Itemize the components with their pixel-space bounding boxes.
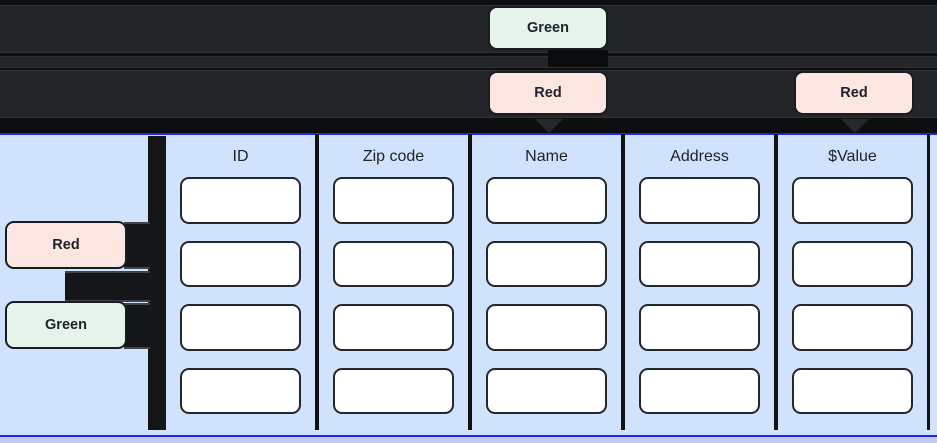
left-panel-divider-strip xyxy=(148,136,166,430)
top-red-chip-left-label: Red xyxy=(534,85,562,101)
column-address: Address xyxy=(625,135,774,431)
cell-box[interactable] xyxy=(333,177,454,224)
top-red-chip-right[interactable]: Red xyxy=(794,71,914,115)
pointer-triangle-name-column xyxy=(535,119,563,133)
top-row-bar-2 xyxy=(0,70,937,118)
middle-connector-bar xyxy=(65,271,150,302)
top-row-bar-thin xyxy=(0,56,937,68)
column-id: ID xyxy=(166,135,315,431)
left-red-chip[interactable]: Red xyxy=(5,221,127,269)
column-zip-code-header: Zip code xyxy=(362,148,425,165)
left-red-chip-label: Red xyxy=(52,237,80,253)
top-green-chip[interactable]: Green xyxy=(488,6,608,50)
top-red-chip-right-label: Red xyxy=(840,85,868,101)
column-separator xyxy=(774,134,778,430)
column-name: Name xyxy=(472,135,621,431)
cell-box[interactable] xyxy=(486,367,607,414)
cell-box[interactable] xyxy=(639,304,760,351)
column-separator xyxy=(927,134,930,430)
cell-box[interactable] xyxy=(180,304,301,351)
cell-box[interactable] xyxy=(180,177,301,224)
red-chip-connector-bar xyxy=(124,222,150,269)
cell-box[interactable] xyxy=(792,240,913,287)
column-value-header: $Value xyxy=(828,148,877,165)
column-zip-code: Zip code xyxy=(319,135,468,431)
column-separator xyxy=(621,134,625,430)
cell-box[interactable] xyxy=(792,304,913,351)
cell-box[interactable] xyxy=(333,240,454,287)
column-name-header: Name xyxy=(525,148,568,165)
top-green-chip-label: Green xyxy=(527,20,569,36)
cell-box[interactable] xyxy=(639,240,760,287)
top-red-chip-left[interactable]: Red xyxy=(488,71,608,115)
pointer-triangle-value-column xyxy=(841,119,869,133)
cell-box[interactable] xyxy=(792,367,913,414)
column-id-header: ID xyxy=(232,148,249,165)
cell-box[interactable] xyxy=(333,367,454,414)
cell-box[interactable] xyxy=(486,240,607,287)
cell-box[interactable] xyxy=(639,177,760,224)
column-separator xyxy=(468,134,472,430)
column-address-header: Address xyxy=(670,148,729,165)
cell-box[interactable] xyxy=(180,367,301,414)
left-green-chip[interactable]: Green xyxy=(5,301,127,349)
cell-box[interactable] xyxy=(486,304,607,351)
top-row-bar-1 xyxy=(0,5,937,53)
column-value: $Value xyxy=(778,135,927,431)
cell-box[interactable] xyxy=(639,367,760,414)
cell-box[interactable] xyxy=(333,304,454,351)
cell-box[interactable] xyxy=(792,177,913,224)
green-chip-connector-bar xyxy=(124,303,150,349)
column-separator xyxy=(315,134,319,430)
left-green-chip-label: Green xyxy=(45,317,87,333)
cell-box[interactable] xyxy=(180,240,301,287)
green-chip-tail xyxy=(548,50,608,67)
cell-box[interactable] xyxy=(486,177,607,224)
